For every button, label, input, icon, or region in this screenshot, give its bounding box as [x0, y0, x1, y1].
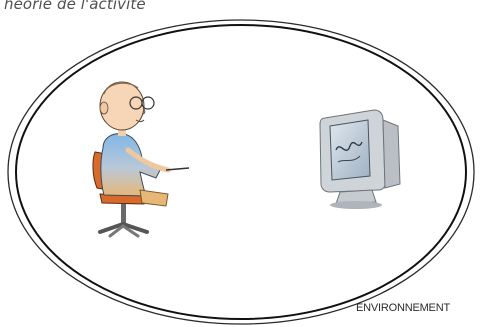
computer-monitor-icon	[320, 110, 400, 209]
figure-title: héorie de l'activité	[4, 0, 146, 13]
person-at-desk-icon	[93, 82, 189, 236]
environment-outer-ellipse	[8, 20, 474, 324]
environment-label: ENVIRONNEMENT	[356, 302, 450, 314]
